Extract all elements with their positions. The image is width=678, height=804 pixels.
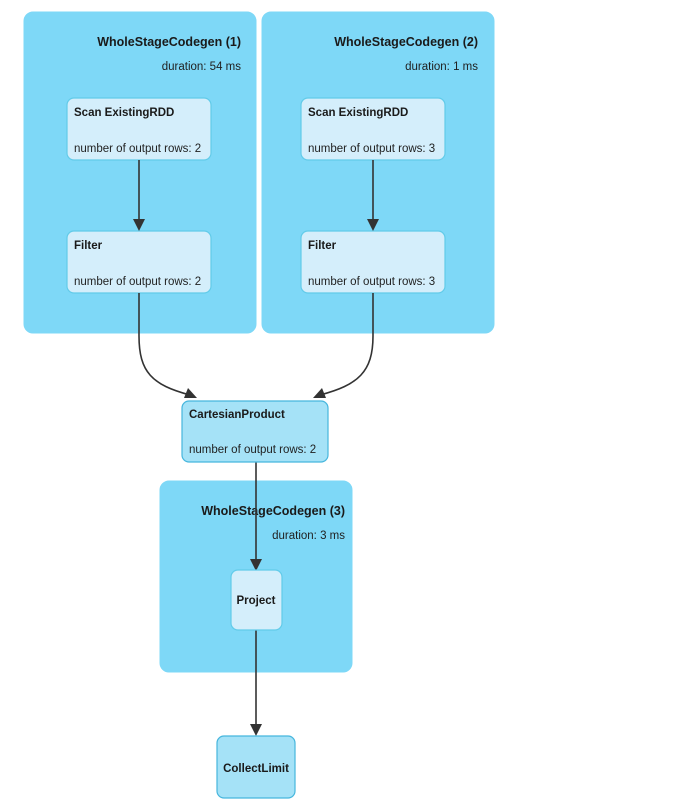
stage-1-title: WholeStageCodegen (1): [97, 35, 241, 49]
stage-1-duration: duration: 54 ms: [162, 61, 242, 73]
edge-project-collectlimit-arrowhead: [250, 724, 262, 736]
node-cartesianproduct-box[interactable]: [181, 400, 329, 463]
node-scan-2-metric: number of output rows: 3: [308, 143, 435, 155]
node-filter-2-title: Filter: [308, 240, 337, 252]
node-filter-2-metric: number of output rows: 3: [308, 276, 435, 288]
node-project-box[interactable]: [230, 569, 283, 631]
edge-cartesianproduct-to-project: [250, 462, 262, 571]
edge-project-to-collectlimit: [250, 630, 262, 736]
node-scan-2-title: Scan ExistingRDD: [308, 107, 408, 119]
node-filter-1-title: Filter: [74, 240, 103, 252]
edge-filter2-cp-arrowhead: [313, 388, 326, 398]
stage-2-duration: duration: 1 ms: [405, 61, 478, 73]
edge-filter1-cp-arrowhead: [184, 388, 197, 398]
node-cartesianproduct-metric: number of output rows: 2: [189, 444, 316, 456]
stage-3-duration: duration: 3 ms: [272, 530, 345, 542]
edge-scan1-to-filter1: [133, 160, 145, 231]
node-scan-existingrdd-2[interactable]: Scan ExistingRDD number of output rows: …: [300, 97, 446, 161]
edge-scan2-filter2-arrowhead: [367, 219, 379, 231]
node-filter-1-metric: number of output rows: 2: [74, 276, 201, 288]
edge-cp-project-arrowhead: [250, 559, 262, 571]
node-collectlimit-box[interactable]: [216, 735, 296, 799]
node-scan-1-metric: number of output rows: 2: [74, 143, 201, 155]
edge-filter1-cp-line: [138, 293, 191, 396]
stage-3-title: WholeStageCodegen (3): [201, 504, 345, 518]
node-collectlimit-title: CollectLimit: [223, 763, 289, 775]
edge-filter2-to-cartesianproduct: [313, 293, 374, 398]
node-collectlimit[interactable]: CollectLimit: [216, 735, 296, 799]
node-cartesianproduct-title: CartesianProduct: [189, 409, 285, 421]
node-project-title: Project: [237, 595, 276, 607]
node-scan-existingrdd-1[interactable]: Scan ExistingRDD number of output rows: …: [66, 97, 212, 161]
edge-filter1-to-cartesianproduct: [138, 293, 197, 398]
edge-scan1-filter1-arrowhead: [133, 219, 145, 231]
node-cartesianproduct[interactable]: CartesianProduct number of output rows: …: [181, 400, 329, 463]
node-scan-1-title: Scan ExistingRDD: [74, 107, 174, 119]
node-filter-2[interactable]: Filter number of output rows: 3: [300, 230, 446, 294]
edge-filter2-cp-line: [319, 293, 374, 396]
node-project[interactable]: Project: [230, 569, 283, 631]
stage-2-title: WholeStageCodegen (2): [334, 35, 478, 49]
node-filter-1[interactable]: Filter number of output rows: 2: [66, 230, 212, 294]
edge-scan2-to-filter2: [367, 160, 379, 231]
